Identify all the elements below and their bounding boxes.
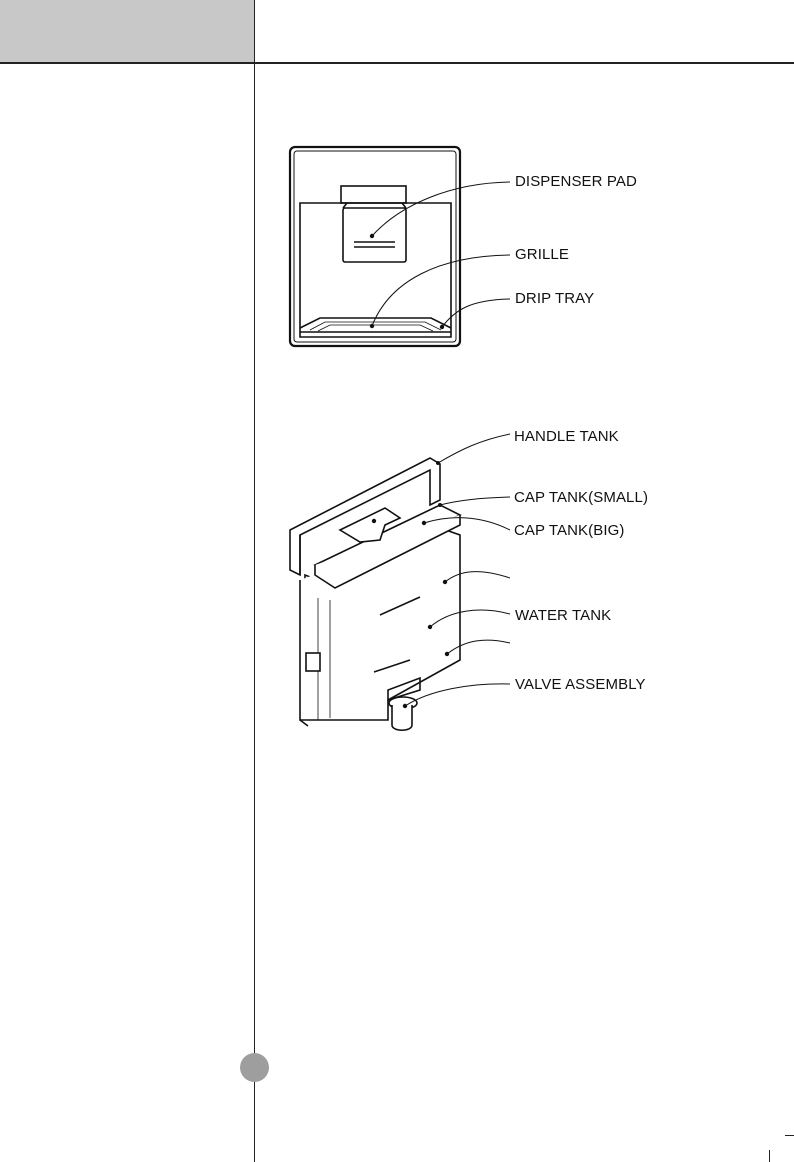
label-grille: GRILLE [515, 246, 569, 263]
label-valve-assembly: VALVE ASSEMBLY [515, 676, 646, 693]
label-water-tank: WATER TANK [515, 607, 611, 624]
label-cap-tank-big: CAP TANK(BIG) [514, 522, 625, 539]
label-cap-tank-small: CAP TANK(SMALL) [514, 489, 648, 506]
label-handle-tank: HANDLE TANK [514, 428, 619, 445]
label-dispenser-pad: DISPENSER PAD [515, 173, 637, 190]
label-drip-tray: DRIP TRAY [515, 290, 594, 307]
